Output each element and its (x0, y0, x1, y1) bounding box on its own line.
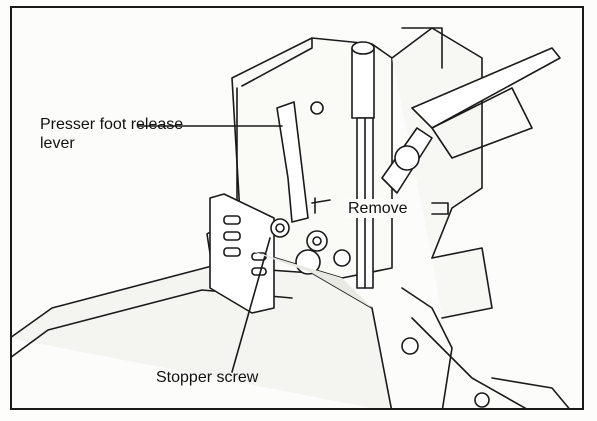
presser-foot-lever (276, 101, 309, 223)
machine-bed (12, 265, 393, 408)
figure-frame: Presser foot release lever Remove Stoppe… (10, 6, 584, 410)
sewing-machine-illustration (12, 27, 570, 408)
stopper-screw (270, 218, 290, 238)
stopper-screw-label: Stopper screw (156, 369, 259, 386)
stopper-leader (231, 237, 271, 373)
needle-bar (351, 47, 375, 119)
top-plate (411, 47, 561, 129)
remove-label: Remove (346, 199, 410, 218)
presser-foot-release-lever-label: Presser foot release lever (40, 116, 184, 152)
